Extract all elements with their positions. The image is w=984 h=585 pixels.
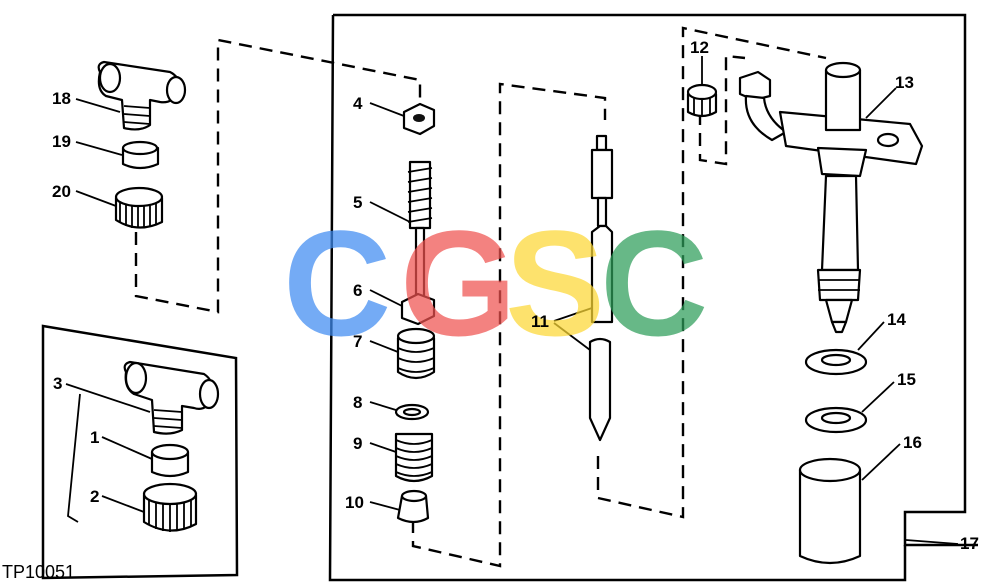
nozzle-body-13 xyxy=(738,61,924,334)
watermark: C G S C xyxy=(283,199,708,367)
callout-13: 13 xyxy=(895,73,914,92)
washer-15 xyxy=(804,406,868,434)
callout-labels: 18 19 20 3 1 2 4 5 6 7 8 9 10 11 12 13 1… xyxy=(52,38,979,553)
dashed-path-pin xyxy=(596,26,827,519)
watermark-letter-g: G xyxy=(400,199,517,367)
watermark-letter-c: C xyxy=(283,199,391,367)
main-assembly-frame xyxy=(333,13,978,547)
callout-1: 1 xyxy=(90,428,99,447)
nozzle-valve-11 xyxy=(588,134,614,442)
callout-20: 20 xyxy=(52,182,71,201)
main-assembly-frame-left xyxy=(328,14,907,582)
callout-16: 16 xyxy=(903,433,922,452)
hex-nut-4 xyxy=(402,102,436,136)
callout-10: 10 xyxy=(345,493,364,512)
callout-8: 8 xyxy=(353,393,362,412)
tee-fitting-18 xyxy=(97,60,187,131)
adjusting-screw-5 xyxy=(407,160,433,302)
washer-14 xyxy=(804,348,868,376)
callout-3: 3 xyxy=(53,374,62,393)
inset-kit-frame xyxy=(41,324,239,580)
spring-9 xyxy=(394,432,434,483)
sleeve-1 xyxy=(150,443,190,478)
figure-code: TP10051 xyxy=(2,562,75,582)
callout-5: 5 xyxy=(353,193,362,212)
callout-2: 2 xyxy=(90,487,99,506)
callout-14: 14 xyxy=(887,310,906,329)
sleeve-16 xyxy=(798,457,862,565)
callout-7: 7 xyxy=(353,332,362,351)
spring-seat-7 xyxy=(396,327,436,380)
tee-fitting-3 xyxy=(123,360,220,435)
dashed-path-column xyxy=(411,82,607,568)
washer-8 xyxy=(394,403,430,421)
sleeve-19 xyxy=(121,140,160,170)
callout-15: 15 xyxy=(897,370,916,389)
callout-12: 12 xyxy=(690,38,709,57)
callout-18: 18 xyxy=(52,89,71,108)
knurled-nut-2 xyxy=(142,482,198,532)
dashed-path-cap xyxy=(698,54,746,166)
watermark-letter-c2: C xyxy=(600,199,708,367)
callout-4: 4 xyxy=(353,94,363,113)
dashed-path-left xyxy=(134,38,422,314)
callout-19: 19 xyxy=(52,132,71,151)
callout-17: 17 xyxy=(960,534,979,553)
knurled-nut-20 xyxy=(114,186,164,229)
callout-6: 6 xyxy=(353,281,362,300)
watermark-letter-s: S xyxy=(505,199,605,367)
lock-nut-6 xyxy=(400,292,436,326)
cap-12 xyxy=(686,83,718,118)
spindle-10 xyxy=(396,489,430,524)
leader-lines xyxy=(65,56,959,545)
callout-9: 9 xyxy=(353,434,362,453)
callout-11: 11 xyxy=(531,312,549,331)
